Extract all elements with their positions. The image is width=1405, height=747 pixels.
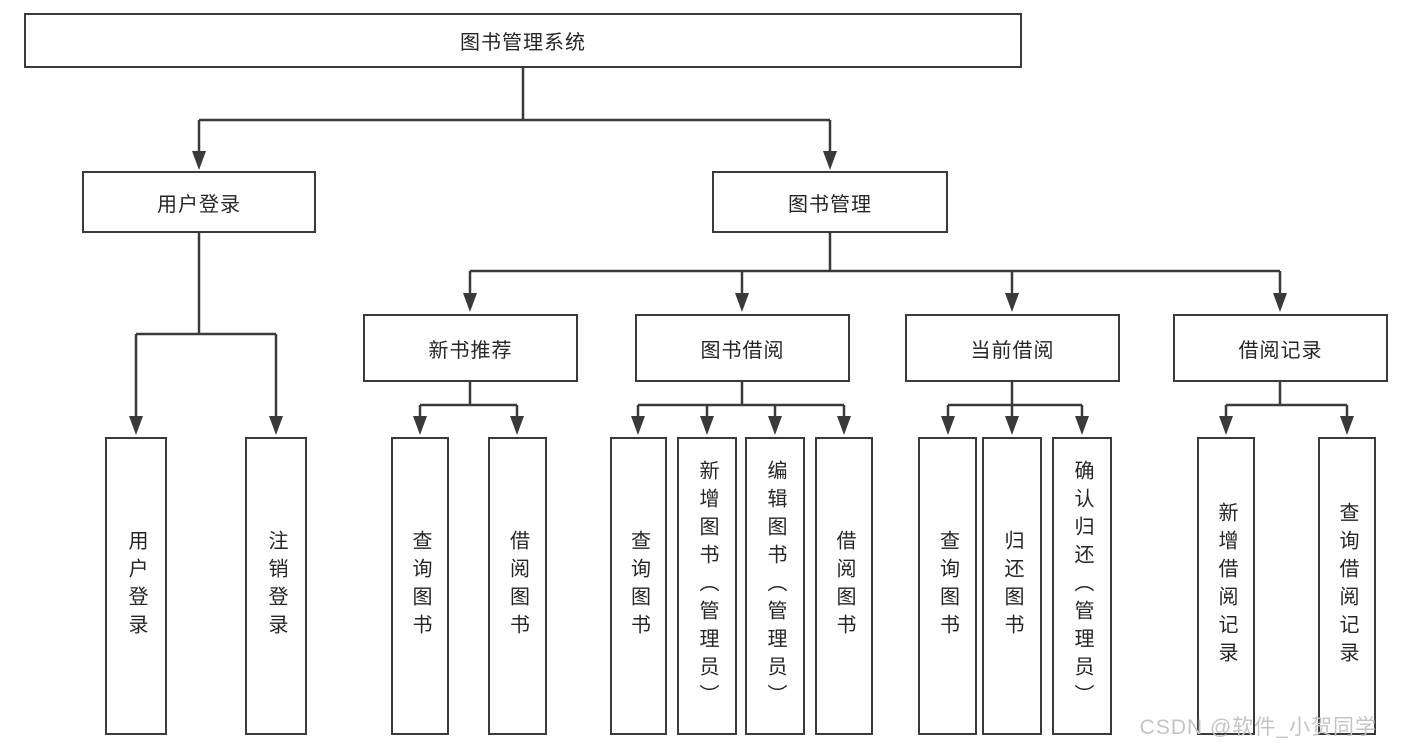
node-borrow-records-label: 借阅记录 [1238, 339, 1323, 362]
leaf-borrow-book-recommend: 借阅图书 [488, 437, 547, 735]
node-user-login-label: 用户登录 [157, 193, 241, 216]
leaf-return-book-label: 归还图书 [1001, 530, 1023, 642]
leaf-query-book-borrow: 查询图书 [610, 437, 667, 735]
node-borrow-records: 借阅记录 [1173, 314, 1388, 382]
arrowheads [129, 151, 1354, 435]
node-new-book-recommend-label: 新书推荐 [428, 339, 513, 362]
leaf-return-book: 归还图书 [982, 437, 1042, 735]
leaf-user-login: 用户登录 [105, 437, 167, 735]
connector-paths [134, 68, 1349, 417]
leaf-query-book-recommend: 查询图书 [391, 437, 449, 735]
leaf-query-borrow-record: 查询借阅记录 [1318, 437, 1376, 735]
leaf-logout: 注销登录 [245, 437, 307, 735]
leaf-add-borrow-record-label: 新增借阅记录 [1215, 502, 1237, 670]
csdn-watermark: CSDN @软件_小贺同学 [1139, 716, 1377, 739]
node-root-system: 图书管理系统 [24, 13, 1022, 68]
leaf-borrow-book-recommend-label: 借阅图书 [506, 530, 529, 642]
leaf-logout-label: 注销登录 [265, 530, 287, 642]
node-book-management-label: 图书管理 [788, 193, 872, 216]
leaf-confirm-return-admin: 确认归还（管理员） [1052, 437, 1112, 735]
leaf-query-book-borrow-label: 查询图书 [627, 530, 650, 642]
leaf-add-book-admin-label: 新增图书（管理员） [696, 460, 718, 712]
node-user-login: 用户登录 [82, 171, 316, 233]
node-current-borrowing: 当前借阅 [905, 314, 1120, 382]
node-book-management: 图书管理 [712, 171, 948, 233]
leaf-query-book-current-label: 查询图书 [936, 530, 959, 642]
leaf-edit-book-admin-label: 编辑图书（管理员） [764, 460, 786, 712]
leaf-user-login-label: 用户登录 [125, 530, 147, 642]
leaf-query-book-recommend-label: 查询图书 [409, 530, 431, 642]
node-book-borrowing-label: 图书借阅 [700, 339, 785, 362]
node-root-label: 图书管理系统 [460, 32, 586, 54]
leaf-add-borrow-record: 新增借阅记录 [1197, 437, 1255, 735]
node-current-borrowing-label: 当前借阅 [970, 339, 1055, 362]
leaf-query-borrow-record-label: 查询借阅记录 [1336, 502, 1358, 670]
leaf-borrow-book: 借阅图书 [815, 437, 873, 735]
node-book-borrowing: 图书借阅 [635, 314, 850, 382]
leaf-query-book-current: 查询图书 [918, 437, 977, 735]
node-new-book-recommend: 新书推荐 [363, 314, 578, 382]
leaf-borrow-book-label: 借阅图书 [833, 530, 855, 642]
leaf-confirm-return-admin-label: 确认归还（管理员） [1071, 460, 1093, 712]
leaf-add-book-admin: 新增图书（管理员） [677, 437, 737, 735]
leaf-edit-book-admin: 编辑图书（管理员） [745, 437, 805, 735]
